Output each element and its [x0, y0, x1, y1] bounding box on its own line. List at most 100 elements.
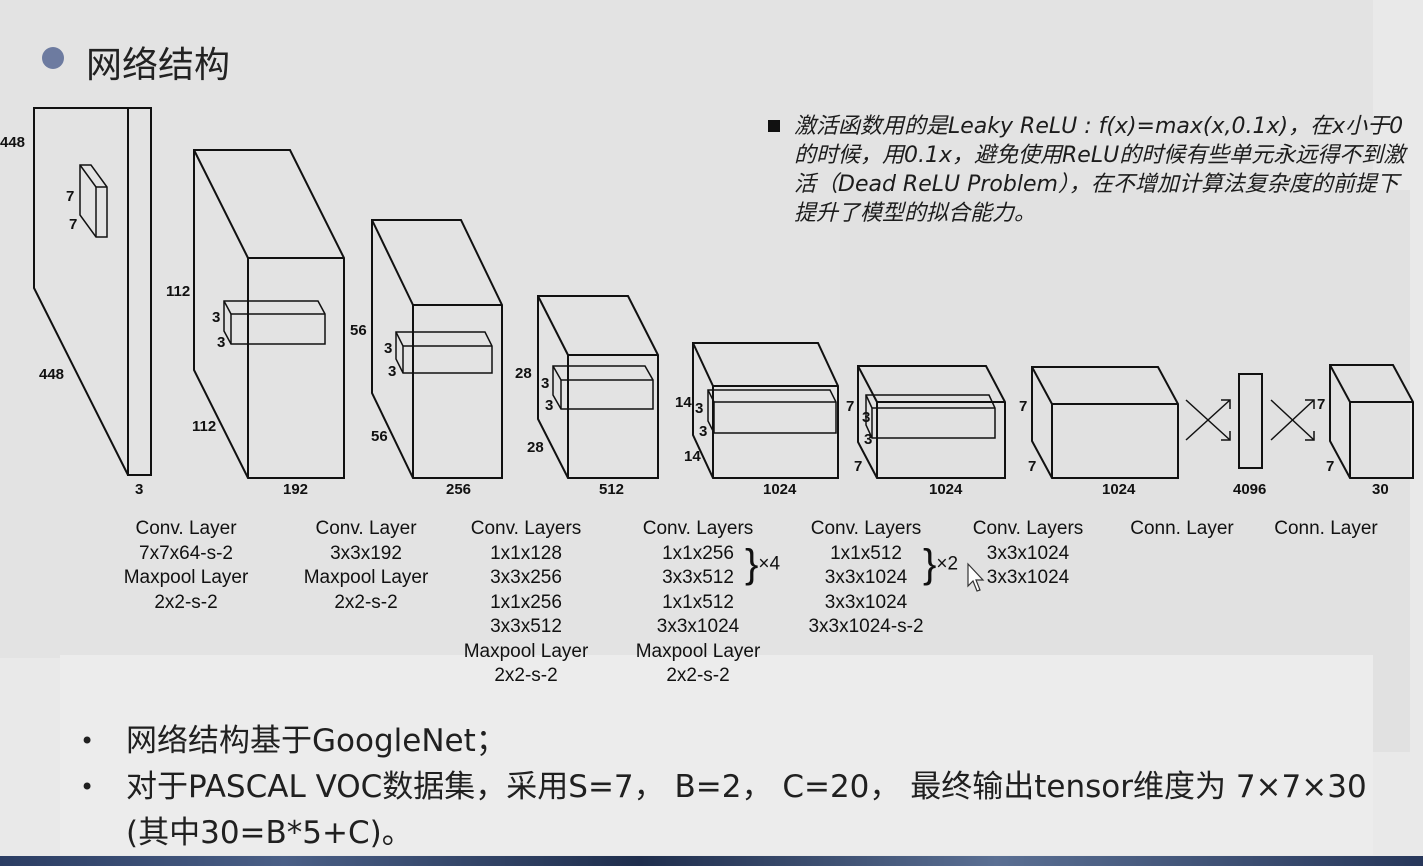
- layer-line: Conv. Layers: [810, 518, 922, 539]
- layer-label-8: Conn. Layer: [1256, 517, 1396, 542]
- block-4-depth-label: 1024: [763, 481, 797, 498]
- block-3-kernel-label: 3: [541, 375, 549, 392]
- block-2-kernel-label: 3: [384, 340, 392, 357]
- slide-title: 网络结构: [86, 45, 231, 86]
- layer-line: Conv. Layer: [315, 518, 417, 539]
- layer-line: 3x3x1024: [656, 616, 740, 637]
- layer-label-3: Conv. Layers 1x1x128 3x3x256 1x1x256 3x3…: [448, 517, 604, 689]
- output-height-label: 7: [1317, 396, 1325, 413]
- block-5-kernel-label: 3: [864, 431, 872, 448]
- fc-connection-arrows-2: [1270, 399, 1315, 441]
- bullet-text: 网络结构基于GoogleNet；: [126, 723, 507, 759]
- block-1-volume: [193, 149, 345, 479]
- layer-line: 3x3x1024: [824, 567, 908, 588]
- layer-line: 3x3x512: [662, 567, 734, 588]
- layer-line: 3x3x256: [490, 567, 562, 588]
- block-4-width-label: 14: [684, 448, 701, 465]
- block-1-kernel-label: 3: [212, 309, 220, 326]
- block-1-height-label: 112: [166, 283, 190, 300]
- block-5-kernel: [865, 394, 996, 439]
- block-4-kernel: [707, 389, 837, 434]
- block-6-height-label: 7: [1019, 398, 1027, 415]
- layer-line: 1x1x256: [490, 591, 562, 613]
- layer-line: 1x1x256: [662, 542, 734, 564]
- layer-line: 3x3x192: [330, 542, 402, 564]
- kernel-w-label: 7: [69, 216, 77, 233]
- input-width-label: 448: [39, 366, 64, 383]
- layer-line: 3x3x1024: [824, 591, 908, 613]
- input-depth-label: 3: [135, 481, 143, 498]
- title-bullet-icon: [42, 47, 64, 69]
- block-3-height-label: 28: [515, 365, 532, 382]
- block-3-kernel: [552, 365, 654, 410]
- layer-line: Conv. Layer: [135, 518, 237, 539]
- bullet-item: • 网络结构基于GoogleNet；: [80, 718, 1400, 764]
- input-height-label: 448: [0, 134, 25, 151]
- layer-line: 2x2-s-2: [494, 665, 558, 686]
- block-2-kernel: [395, 331, 493, 374]
- layer-line: 3x3x1024: [986, 567, 1070, 588]
- background-panel-lower: [60, 655, 1373, 855]
- summary-bullets: • 网络结构基于GoogleNet； • 对于PASCAL VOC数据集，采用S…: [80, 718, 1400, 856]
- bullet-item: • 对于PASCAL VOC数据集，采用S=7， B=2， C=20， 最终输出…: [80, 764, 1400, 856]
- square-bullet-icon: [768, 120, 780, 132]
- layer-line: Conv. Layers: [972, 518, 1084, 539]
- block-6-width-label: 7: [1028, 458, 1036, 475]
- layer-line: 2x2-s-2: [334, 591, 398, 613]
- block-3-width-label: 28: [527, 439, 544, 456]
- block-5-volume: [857, 365, 1006, 479]
- block-5-kernel-label: 3: [862, 409, 870, 426]
- activation-note: 激活函数用的是Leaky ReLU : f(x)=max(x,0.1x)，在x小…: [768, 112, 1408, 228]
- bullet-dot-icon: •: [80, 773, 95, 801]
- layer-line: Maxpool Layer: [303, 567, 429, 588]
- bullet-text: 对于PASCAL VOC数据集，采用S=7， B=2， C=20， 最终输出te…: [126, 769, 1367, 851]
- layer-line: Maxpool Layer: [123, 567, 249, 588]
- mouse-cursor-icon: [967, 562, 985, 592]
- layer-line: Conv. Layers: [642, 518, 754, 539]
- block-1-kernel-label: 3: [217, 334, 225, 351]
- output-volume: [1329, 364, 1414, 479]
- layer-label-2: Conv. Layer 3x3x192 Maxpool Layer 2x2-s-…: [288, 517, 444, 615]
- block-2-volume: [371, 219, 503, 479]
- layer-line: 1x1x512: [830, 542, 902, 564]
- layer-line: 3x3x1024: [986, 542, 1070, 564]
- layer-line: Conn. Layer: [1130, 518, 1234, 539]
- layer-label-6: Conv. Layers 3x3x1024 3x3x1024: [958, 517, 1098, 591]
- block-3-depth-label: 512: [599, 481, 624, 498]
- layer-line: 2x2-s-2: [154, 591, 218, 613]
- output-depth-label: 30: [1372, 481, 1389, 498]
- fc-connection-arrows-1: [1185, 399, 1231, 441]
- block-5-height-label: 7: [846, 398, 854, 415]
- block-2-width-label: 56: [371, 428, 388, 445]
- layer-label-5: Conv. Layers 1x1x512 3x3x1024 3x3x1024 3…: [788, 517, 944, 640]
- bullet-dot-icon: •: [80, 727, 95, 755]
- block-2-kernel-label: 3: [388, 363, 396, 380]
- block-3-volume: [537, 295, 659, 479]
- repeat-count: ×4: [758, 553, 781, 575]
- block-1-width-label: 112: [192, 418, 216, 435]
- block-4-height-label: 14: [675, 394, 692, 411]
- block-1-depth-label: 192: [283, 481, 308, 498]
- layer-line: 7x7x64-s-2: [139, 542, 233, 564]
- layer-line: 2x2-s-2: [666, 665, 730, 686]
- block-2-height-label: 56: [350, 322, 367, 339]
- activation-note-text: 激活函数用的是Leaky ReLU : f(x)=max(x,0.1x)，在x小…: [794, 114, 1406, 226]
- block-5-width-label: 7: [854, 458, 862, 475]
- layer-line: Conn. Layer: [1274, 518, 1378, 539]
- repeat-brace-block-4: }×4: [745, 542, 781, 586]
- block-4-volume: [692, 342, 839, 479]
- block-1-kernel: [223, 300, 326, 345]
- layer-label-7: Conn. Layer: [1112, 517, 1252, 542]
- block-2-depth-label: 256: [446, 481, 471, 498]
- block-6-volume: [1031, 366, 1179, 479]
- desktop-wallpaper-strip: [0, 856, 1423, 866]
- fc-4096-layer: [1238, 373, 1263, 469]
- layer-line: Maxpool Layer: [463, 640, 589, 662]
- layer-label-1: Conv. Layer 7x7x64-s-2 Maxpool Layer 2x2…: [108, 517, 264, 615]
- layer-line: Maxpool Layer: [635, 640, 761, 662]
- input-volume: [33, 107, 152, 476]
- output-width-label: 7: [1326, 458, 1334, 475]
- layer-line: 1x1x128: [490, 542, 562, 564]
- repeat-count: ×2: [936, 553, 959, 575]
